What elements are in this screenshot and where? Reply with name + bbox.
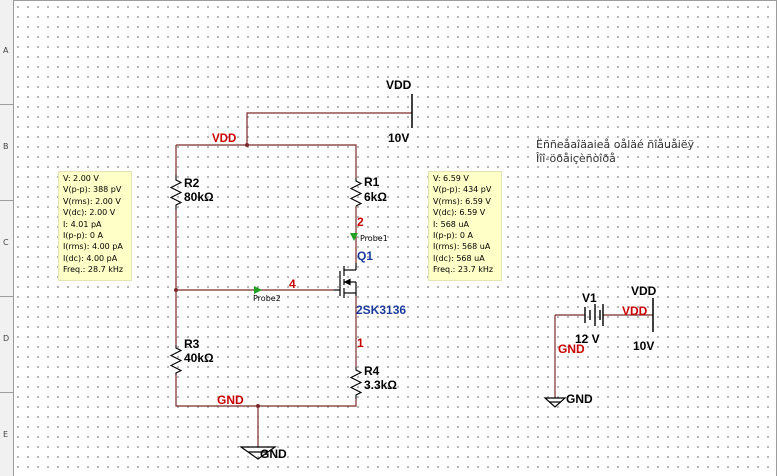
ruler-label-b: B xyxy=(3,142,9,151)
v1-vdd-label: VDD xyxy=(631,284,657,298)
vdd-top-voltage: 10V xyxy=(388,131,409,145)
resistor-r1[interactable] xyxy=(349,178,363,207)
v1-gnd-symbol-label: GND xyxy=(566,392,593,406)
wire-gnd-rail[interactable] xyxy=(175,375,357,407)
probe1-reading: I(dc): 568 uA xyxy=(433,253,485,263)
r4-value: 3.3kΩ xyxy=(364,378,397,392)
net-label-gnd[interactable]: GND xyxy=(217,393,244,407)
probe2-reading: V(p-p): 388 pV xyxy=(63,185,122,195)
ruler-label-e: E xyxy=(3,430,9,439)
sheet-ruler: A B C D E xyxy=(0,0,14,476)
probe1-reading: Freq.: 23.7 kHz xyxy=(433,265,494,275)
ruler-tick xyxy=(0,200,13,201)
probe1-name: Probe1 xyxy=(360,234,388,243)
probe1-reading: I(rms): 568 uA xyxy=(433,242,491,252)
r3-value: 40kΩ xyxy=(184,351,214,365)
probe2-reading: V(rms): 2.00 V xyxy=(63,196,121,206)
ruler-label-d: D xyxy=(3,334,10,343)
resistor-r3[interactable] xyxy=(169,345,183,375)
probe2-marker-icon[interactable] xyxy=(254,286,262,294)
r2-name: R2 xyxy=(184,176,200,190)
probe1-reading: V(dc): 6.59 V xyxy=(433,208,486,218)
resistor-r2[interactable] xyxy=(169,175,183,210)
probe2-reading: I: 4.01 pA xyxy=(63,219,102,229)
probe2-reading: I(dc): 4.00 pA xyxy=(63,253,118,263)
v1-net-vdd[interactable]: VDD xyxy=(622,304,648,318)
ruler-label-c: C xyxy=(3,238,9,247)
probe2-name: Probe2 xyxy=(253,294,281,303)
node-label-1: 1 xyxy=(357,336,364,350)
q1-model: 2SK3136 xyxy=(356,303,406,317)
v1-net-gnd[interactable]: GND xyxy=(558,342,585,356)
wire-vdd-rail[interactable] xyxy=(176,144,357,178)
junction-dot xyxy=(256,404,260,408)
r2-value: 80kΩ xyxy=(184,190,214,204)
note-line: Îîî-öðåiçèñòîðå xyxy=(536,152,616,165)
probe1-reading: V(rms): 6.59 V xyxy=(433,196,491,206)
wire-vdd-feed[interactable] xyxy=(246,112,412,145)
probe1-reading: I(p-p): 0 A xyxy=(433,231,473,241)
v1-name: V1 xyxy=(582,291,597,305)
v1-value: 12 V xyxy=(575,332,600,346)
v1-vdd-voltage: 10V xyxy=(633,339,654,353)
junction-dot xyxy=(174,288,178,292)
mosfet-q1[interactable] xyxy=(334,263,357,298)
q1-name: Q1 xyxy=(357,249,373,263)
probe1-reading: I: 568 uA xyxy=(433,219,469,229)
probe1-reading: V(p-p): 434 pV xyxy=(433,185,492,195)
ruler-tick xyxy=(0,296,13,297)
net-label-vdd[interactable]: VDD xyxy=(212,133,236,145)
sheet-border-top xyxy=(13,0,777,1)
probe1-readout[interactable]: V: 6.59 V V(p-p): 434 pV V(rms): 6.59 V … xyxy=(428,171,502,281)
r1-value: 6kΩ xyxy=(364,190,387,204)
node-label-2: 2 xyxy=(357,215,364,229)
r4-name: R4 xyxy=(364,364,380,378)
gnd-symbol-label: GND xyxy=(260,447,287,461)
resistor-r4[interactable] xyxy=(349,367,363,399)
probe2-reading: V: 2.00 V xyxy=(63,174,99,183)
schematic-note[interactable]: Ëññeåaîäaieå oåläé ñîåuåiëÿ Îîî-öðåiçèñò… xyxy=(536,138,694,166)
ruler-tick xyxy=(0,104,13,105)
r1-name: R1 xyxy=(364,175,380,189)
probe2-reading: Freq.: 28.7 kHz xyxy=(63,265,124,275)
ruler-label-a: A xyxy=(3,46,9,55)
note-line: Ëññeåaîäaieå oåläé ñîåuåiëÿ xyxy=(536,138,695,151)
probe2-reading: I(rms): 4.00 pA xyxy=(63,242,123,252)
vdd-top-label: VDD xyxy=(386,78,412,92)
probe1-reading: V: 6.59 V xyxy=(433,174,469,183)
probe1-marker-icon[interactable] xyxy=(350,233,358,241)
ground-icon[interactable] xyxy=(543,397,567,408)
node-label-4: 4 xyxy=(289,277,296,291)
probe2-reading: I(p-p): 0 A xyxy=(63,231,103,241)
r3-name: R3 xyxy=(184,337,200,351)
ground-icon[interactable] xyxy=(239,446,277,460)
battery-v1-icon[interactable] xyxy=(584,304,604,326)
probe2-readout[interactable]: V: 2.00 V V(p-p): 388 pV V(rms): 2.00 V … xyxy=(58,171,132,281)
probe2-reading: V(dc): 2.00 V xyxy=(63,208,116,218)
junction-dot xyxy=(245,143,249,147)
ruler-tick xyxy=(0,392,13,393)
